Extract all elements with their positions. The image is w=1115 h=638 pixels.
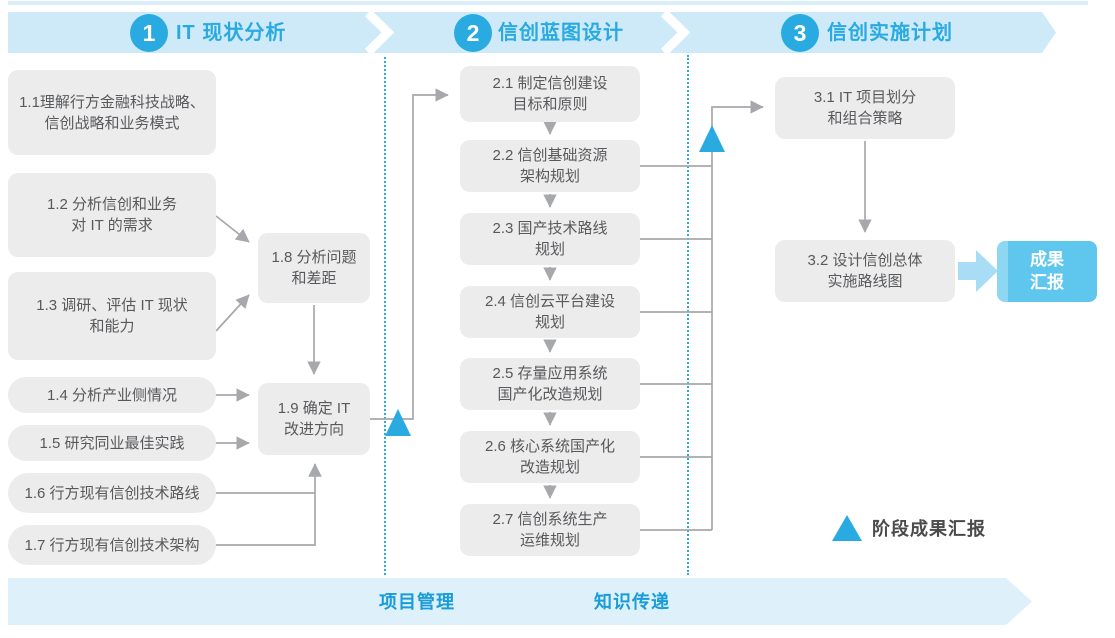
legend-triangle-icon xyxy=(832,515,862,541)
node-1-2: 1.2 分析信创和业务 对 IT 的需求 xyxy=(8,173,216,257)
arrow-1-7-to-1-9 xyxy=(216,463,322,546)
node-text: 3.1 IT 项目划分 xyxy=(813,89,917,106)
node-1-9: 1.9 确定 IT 改进方向 xyxy=(258,383,370,455)
node-text: 和差距 xyxy=(291,270,337,287)
node-2-7: 2.7 信创系统生产 运维规划 xyxy=(460,504,640,556)
node-text: 2.5 存量应用系统 xyxy=(492,365,608,382)
node-text: 目标和原则 xyxy=(512,96,588,113)
milestone-triangle-icon xyxy=(699,125,725,152)
node-1-6: 1.6 行方现有信创技术路线 xyxy=(8,473,216,513)
node-2-6: 2.6 核心系统国产化 改造规划 xyxy=(460,431,640,483)
node-text: 1.6 行方现有信创技术路线 xyxy=(24,484,200,502)
node-text: 1.5 研究同业最佳实践 xyxy=(39,434,185,452)
node-text: 国产化改造规划 xyxy=(497,386,603,403)
node-text: 和组合策略 xyxy=(827,110,903,127)
phase-header-band xyxy=(8,12,1056,53)
phase-number: 3 xyxy=(793,19,807,46)
node-text: 架构规划 xyxy=(519,168,580,185)
node-text: 运维规划 xyxy=(519,532,580,549)
phase-2-title: 信创蓝图设计 xyxy=(498,22,624,44)
node-text: 规划 xyxy=(534,314,565,331)
phase-number: 1 xyxy=(142,19,156,46)
milestone-triangle-icon xyxy=(385,409,411,436)
node-text: 1.4 分析产业侧情况 xyxy=(46,386,178,404)
phase-3-number-badge: 3 xyxy=(781,14,819,52)
node-2-3: 2.3 国产技术路线 规划 xyxy=(460,213,640,265)
phase-1-number-badge: 1 xyxy=(130,14,168,52)
node-text: 2.7 信创系统生产 xyxy=(492,511,608,528)
node-2-2: 2.2 信创基础资源 架构规划 xyxy=(460,140,640,192)
phase-divider-dotted-line xyxy=(687,55,689,575)
node-text: 2.6 核心系统国产化 xyxy=(484,438,616,455)
node-text: 对 IT 的需求 xyxy=(71,217,153,234)
phase-1-title: IT 现状分析 xyxy=(176,22,287,44)
node-1-4: 1.4 分析产业侧情况 xyxy=(8,377,216,413)
node-2-1: 2.1 制定信创建设 目标和原则 xyxy=(460,66,640,122)
node-text: 1.9 确定 IT xyxy=(277,400,351,417)
node-text: 3.2 设计信创总体 xyxy=(807,252,923,269)
bottom-label-knowledge-transfer: 知识传递 xyxy=(594,592,670,612)
node-text: 2.3 国产技术路线 xyxy=(492,220,608,237)
phase-2-number-badge: 2 xyxy=(454,14,492,52)
node-text: 实施路线图 xyxy=(827,273,903,290)
node-text: 2.4 信创云平台建设 xyxy=(484,293,616,310)
node-text: 信创战略和业务模式 xyxy=(44,114,180,132)
node-text: 和能力 xyxy=(89,318,135,335)
arrow-1-9-to-2-1 xyxy=(370,88,449,420)
node-text: 2.1 制定信创建设 xyxy=(492,75,608,92)
top-edge-strip xyxy=(8,1,1088,5)
node-text: 规划 xyxy=(534,241,565,258)
node-3-2: 3.2 设计信创总体 实施路线图 xyxy=(775,240,955,302)
node-2-5: 2.5 存量应用系统 国产化改造规划 xyxy=(460,358,640,410)
node-text: 改造规划 xyxy=(519,459,580,476)
result-text: 汇报 xyxy=(1030,272,1064,292)
arrow-1-3-to-1-8 xyxy=(215,294,250,332)
thick-arrow-icon xyxy=(958,250,998,292)
bottom-stream-bar xyxy=(8,578,1032,625)
node-text: 1.2 分析信创和业务 xyxy=(46,196,178,213)
result-text: 成果 xyxy=(1030,249,1064,269)
node-1-5: 1.5 研究同业最佳实践 xyxy=(8,425,216,461)
node-2-4: 2.4 信创云平台建设 规划 xyxy=(460,286,640,338)
node-text: 1.8 分析问题 xyxy=(271,249,357,266)
phase-3-title: 信创实施计划 xyxy=(827,22,953,44)
chevron-separator-icon xyxy=(364,12,394,53)
node-1-1: 1.1理解行方金融科技战略、 信创战略和业务模式 xyxy=(8,70,216,155)
node-text: 改进方向 xyxy=(283,421,344,438)
node-3-1: 3.1 IT 项目划分 和组合策略 xyxy=(775,77,955,139)
arrow-collector-to-3-1 xyxy=(711,100,764,530)
phase-divider-dotted-line xyxy=(384,57,386,575)
node-text: 1.7 行方现有信创技术架构 xyxy=(24,536,200,554)
node-1-7: 1.7 行方现有信创技术架构 xyxy=(8,525,216,565)
node-text: 2.2 信创基础资源 xyxy=(492,147,608,164)
chevron-separator-icon xyxy=(660,12,690,53)
node-text: 1.3 调研、评估 IT 现状 xyxy=(36,297,188,314)
bottom-label-project-management: 项目管理 xyxy=(379,592,455,612)
node-1-3: 1.3 调研、评估 IT 现状 和能力 xyxy=(8,272,216,360)
legend-label: 阶段成果汇报 xyxy=(872,519,986,539)
node-text: 1.1理解行方金融科技战略、 xyxy=(19,93,205,111)
phase-number: 2 xyxy=(466,19,480,46)
result-report-box: 成果 汇报 xyxy=(997,241,1097,302)
node-1-8: 1.8 分析问题 和差距 xyxy=(258,233,370,303)
arrow-1-2-to-1-8 xyxy=(215,215,250,243)
